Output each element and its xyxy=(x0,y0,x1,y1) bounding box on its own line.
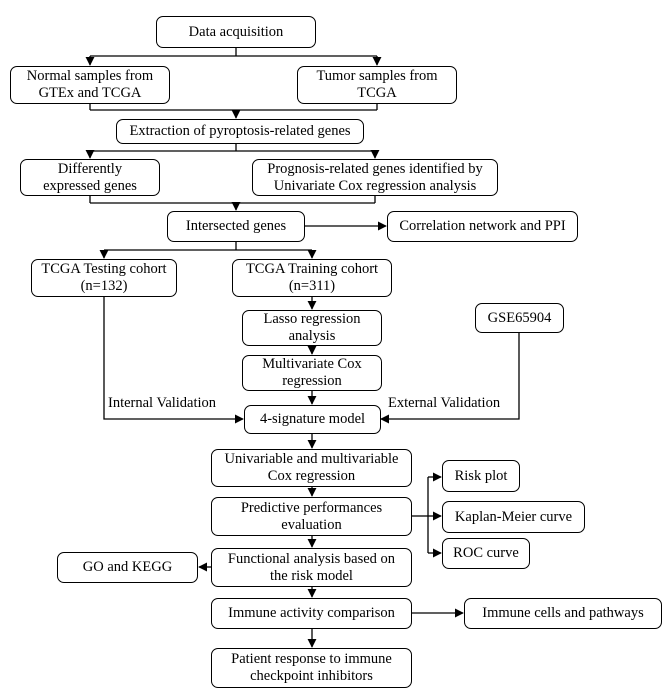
testing-cohort-box: TCGA Testing cohort (n=132) xyxy=(31,259,177,297)
internal-validation-arrow xyxy=(103,297,244,424)
functional-analysis-box: Functional analysis based on the risk mo… xyxy=(211,548,412,587)
internal-validation-label: Internal Validation xyxy=(108,395,217,411)
risk-plot-box: Risk plot xyxy=(442,460,520,492)
lasso-regression-box: Lasso regression analysis xyxy=(242,310,382,346)
intersected-genes-box: Intersected genes xyxy=(167,211,305,242)
multivariate-cox-box: Multivariate Cox regression xyxy=(242,355,382,391)
immune-cells-box: Immune cells and pathways xyxy=(464,598,662,629)
extraction-box: Extraction of pyroptosis-related genes xyxy=(116,119,364,144)
data-acquisition-box: Data acquisition xyxy=(156,16,316,48)
uni-multi-cox-box: Univariable and multivariable Cox regres… xyxy=(211,449,412,487)
differently-expressed-box: Differently expressed genes xyxy=(20,159,160,196)
roc-curve-box: ROC curve xyxy=(442,538,530,569)
signature-model-box: 4-signature model xyxy=(244,405,381,434)
patient-response-box: Patient response to immune checkpoint in… xyxy=(211,648,412,688)
normal-samples-box: Normal samples from GTEx and TCGA xyxy=(10,66,170,104)
immune-activity-box: Immune activity comparison xyxy=(211,598,412,629)
external-validation-arrow xyxy=(380,333,520,424)
training-cohort-box: TCGA Training cohort (n=311) xyxy=(232,259,392,297)
kaplan-meier-box: Kaplan-Meier curve xyxy=(442,501,585,533)
correlation-network-box: Correlation network and PPI xyxy=(387,211,578,242)
tumor-samples-box: Tumor samples from TCGA xyxy=(297,66,457,104)
go-kegg-box: GO and KEGG xyxy=(57,552,198,583)
gse65904-box: GSE65904 xyxy=(475,303,564,333)
predictive-performance-box: Predictive performances evaluation xyxy=(211,497,412,536)
external-validation-label: External Validation xyxy=(388,395,501,411)
prognosis-related-box: Prognosis-related genes identified by Un… xyxy=(252,159,498,196)
